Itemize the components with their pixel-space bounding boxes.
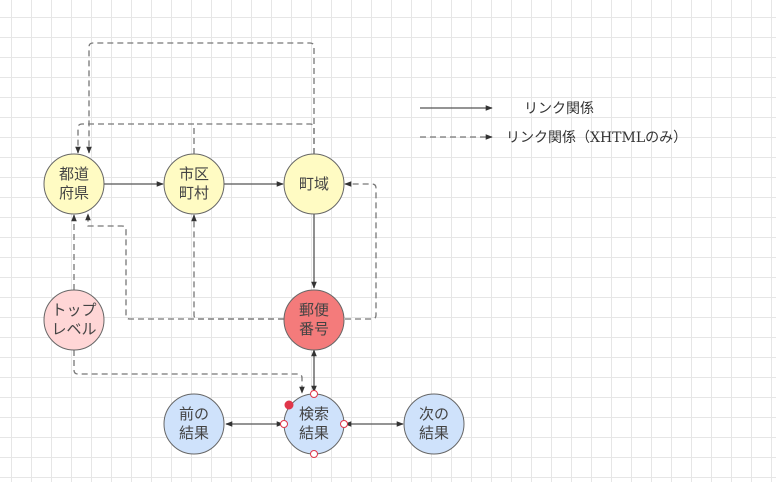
nodes[interactable] xyxy=(43,153,465,455)
handle-top[interactable] xyxy=(310,390,318,398)
node-mae-no-kekka[interactable] xyxy=(163,393,225,455)
edge-toplevel-kensaku[interactable] xyxy=(73,350,305,394)
edge-yubinbango-choiki[interactable] xyxy=(344,181,377,320)
legend-solid-label: リンク関係 xyxy=(524,101,594,117)
solid-edges[interactable] xyxy=(104,181,404,427)
node-shikuchoson[interactable] xyxy=(163,153,225,215)
edge-choiki-todofuken[interactable] xyxy=(197,123,315,154)
handle-right[interactable] xyxy=(340,420,348,428)
edge-yubinbango-shikuchoson[interactable] xyxy=(191,214,284,320)
node-yubinbango[interactable] xyxy=(283,289,345,351)
handle-bottom[interactable] xyxy=(310,450,318,458)
edge-yubinbango-todofuken[interactable] xyxy=(85,213,284,320)
node-choiki[interactable] xyxy=(283,153,345,215)
selection-handles[interactable] xyxy=(280,390,348,458)
node-tsugi-no-kekka[interactable] xyxy=(403,393,465,455)
edge-choiki-todofuken-outer[interactable] xyxy=(86,42,315,154)
rotation-handle[interactable] xyxy=(284,400,294,410)
handle-left[interactable] xyxy=(280,420,288,428)
node-todofuken[interactable] xyxy=(43,153,105,215)
node-toplevel[interactable] xyxy=(43,289,105,351)
legend-dashed-label: リンク関係（XHTMLのみ） xyxy=(506,130,688,146)
edge-shikuchoson-todofuken[interactable] xyxy=(75,123,195,154)
dashed-edges[interactable] xyxy=(71,42,377,394)
